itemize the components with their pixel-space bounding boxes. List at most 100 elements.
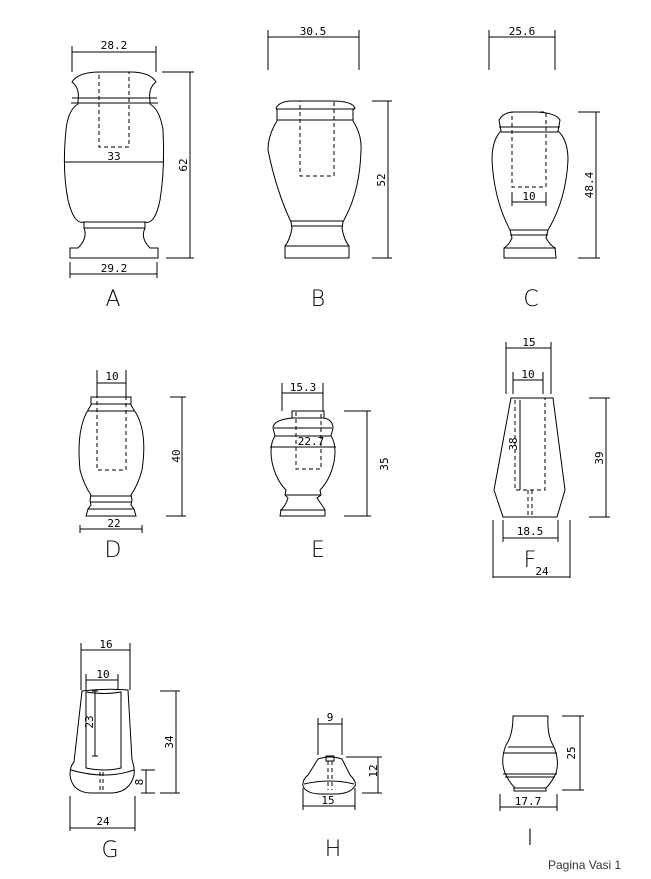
vase-g-outline: [69, 688, 135, 794]
dim-top-width: 15: [522, 336, 535, 349]
vase-f: 38 15 10 39 18.5 24 F: [492, 336, 610, 578]
dim-line: [71, 46, 157, 72]
dim-line: [505, 342, 552, 394]
dim-hole-depth: 23: [83, 715, 96, 728]
dim-line: [512, 372, 544, 394]
vase-i-foot: [513, 787, 547, 792]
vase-d-outline: [78, 396, 145, 517]
dim-height: 25: [565, 746, 578, 759]
vase-a: 28.2 33 62 29.2 A: [63, 39, 194, 312]
vase-d: 10 40 22 D: [78, 370, 186, 563]
dim-line: [69, 796, 136, 831]
dim-line: [141, 769, 155, 794]
dim-line: [96, 370, 127, 397]
dim-line: [302, 788, 356, 810]
dim-top-width: 25.6: [509, 25, 536, 38]
dim-hole-width: 10: [96, 668, 109, 681]
vase-label: I: [527, 826, 534, 851]
dim-top-width: 15.3: [290, 381, 317, 394]
dim-max-width: 24: [96, 815, 110, 828]
dim-line: [85, 674, 119, 690]
vase-b-hole: [299, 100, 335, 177]
dim-top-width: 9: [327, 711, 334, 724]
dim-line: [562, 715, 584, 791]
dim-line: [499, 794, 558, 811]
dim-height: 39: [593, 451, 606, 464]
vase-f-outline: [493, 397, 566, 518]
vase-f-drain: [527, 490, 533, 517]
vase-h-outline: [302, 756, 356, 795]
dim-line: [267, 30, 360, 70]
vase-label: F: [524, 548, 537, 573]
vase-h-drain: [327, 761, 333, 790]
vase-label: G: [101, 838, 118, 863]
dim-line: [317, 718, 343, 755]
dim-max-width: 24: [535, 565, 549, 578]
dim-line: [578, 111, 600, 259]
dim-line: [492, 520, 571, 578]
vase-label: H: [325, 837, 342, 862]
dim-base-width: 22: [107, 517, 120, 530]
vase-label: D: [105, 538, 122, 563]
dim-line: [589, 397, 610, 518]
vase-e-hole: [295, 410, 322, 470]
dim-hole-width: 10: [522, 190, 535, 203]
dim-line: [160, 690, 180, 794]
dim-height: 35: [378, 457, 391, 470]
vase-label: B: [311, 287, 325, 312]
dim-line: [92, 690, 98, 757]
dim-max-width: 33: [107, 150, 120, 163]
vase-e-outline: [270, 410, 336, 517]
dim-height: 34: [163, 735, 176, 749]
vase-a-hole: [98, 71, 130, 148]
dim-line: [166, 396, 186, 517]
vase-g: 16 10 23 34 8 24 G: [69, 638, 180, 863]
vase-d-hole: [96, 396, 127, 471]
dim-foot-height: 8: [133, 779, 146, 786]
dim-line: [69, 262, 158, 278]
vase-label: E: [311, 538, 325, 563]
dim-line: [79, 525, 143, 533]
dim-bottom-width: 18.5: [517, 525, 544, 538]
dim-base-width: 15: [321, 794, 334, 807]
vase-a-outline: [63, 71, 165, 259]
vase-b: 30.5 52 B: [267, 25, 392, 312]
vase-h-ring: [303, 780, 355, 785]
vase-label: C: [523, 287, 538, 312]
vase-c-hole: [511, 111, 547, 188]
vase-g-drain: [99, 772, 104, 793]
dim-max-width: 22.7: [298, 435, 325, 448]
dim-line: [372, 100, 392, 259]
vase-c-outline: [491, 111, 569, 259]
dim-hole-width: 10: [521, 368, 534, 381]
vase-e: 15.3 22.7 35 E: [270, 381, 391, 563]
dim-line: [488, 30, 556, 70]
vase-g-foot-line: [70, 769, 135, 776]
dim-line: [281, 383, 324, 411]
dim-line: [346, 756, 382, 794]
dim-hole-depth: 38: [507, 437, 520, 450]
dim-line: [80, 643, 131, 690]
vase-c: 10 25.6 48.4 C: [488, 25, 600, 312]
vase-g-hole: [85, 691, 122, 771]
page-footer: Pagina Vasi 1: [548, 858, 622, 872]
dim-top-width: 16: [99, 638, 112, 651]
dim-top-width: 30.5: [300, 25, 327, 38]
dim-height: 52: [375, 173, 388, 186]
dim-line: [344, 410, 371, 517]
dim-height: 40: [170, 449, 183, 462]
dim-line: [162, 71, 194, 259]
dim-base-width: 29.2: [101, 262, 128, 275]
dim-height: 48.4: [583, 171, 596, 198]
dim-top-width: 28.2: [101, 39, 128, 52]
vase-i: 25 17.7 I: [499, 715, 584, 851]
dim-max-width: 17.7: [515, 795, 542, 808]
vase-h: 9 12 15 H: [302, 711, 382, 862]
vase-label: A: [105, 287, 120, 312]
dim-height: 62: [177, 158, 190, 171]
dim-height: 12: [367, 764, 380, 777]
dim-line: [511, 192, 547, 206]
vase-b-outline: [267, 100, 362, 259]
vase-h-hole: [325, 755, 335, 762]
